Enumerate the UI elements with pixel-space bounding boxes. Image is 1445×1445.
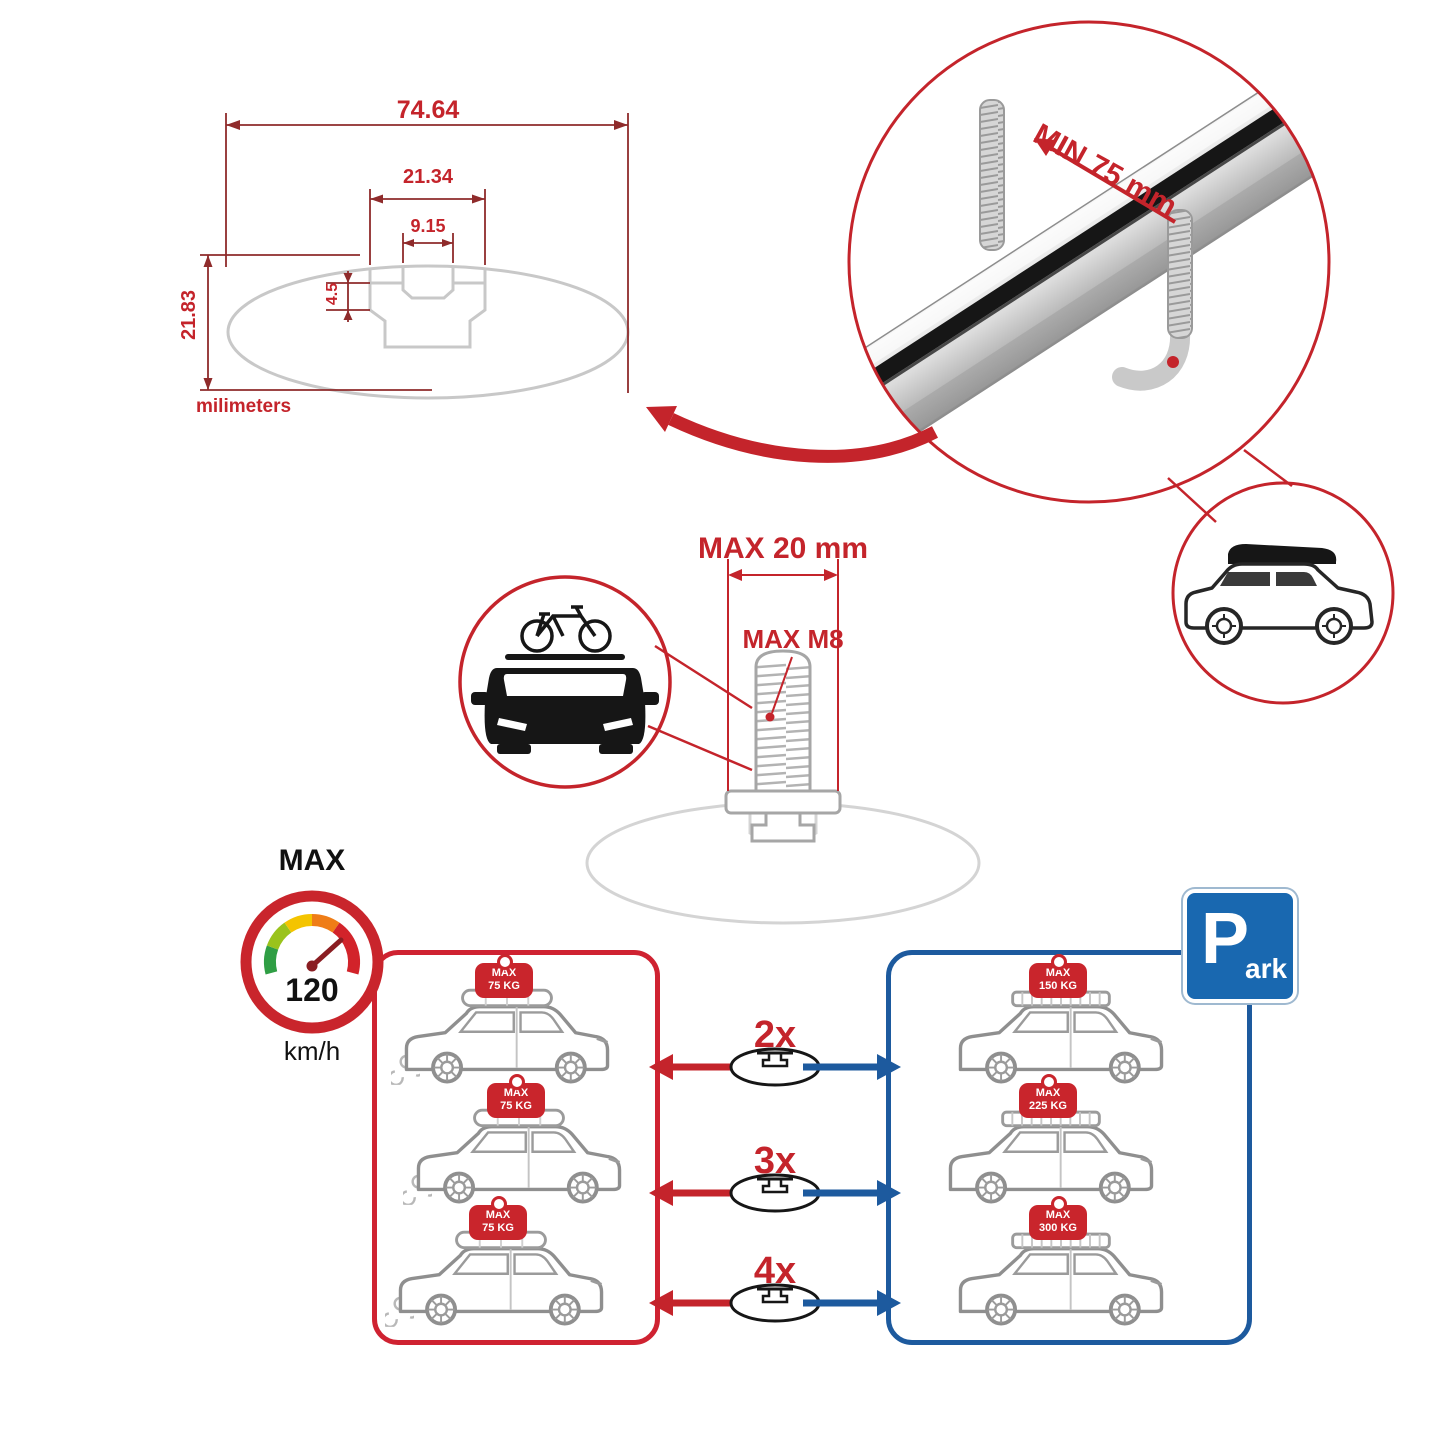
car-front-details (497, 674, 633, 731)
parking-suffix: ark (1245, 953, 1288, 984)
bolt-icon (724, 649, 842, 843)
dimension-lines (200, 113, 629, 393)
speed-unit-label: km/h (283, 1036, 341, 1066)
gauge-needle (309, 937, 344, 969)
driving-load-panel: MAX 75 KG MAX 75 KG MAX 75 KG (372, 950, 660, 1345)
u-bolt-front-icon (1112, 209, 1193, 391)
load-badge-max: MAX (1045, 967, 1071, 979)
thread-leader-line (771, 656, 793, 714)
parking-letter: P (1201, 899, 1250, 979)
suv-roofbox-circle (1171, 481, 1395, 705)
load-badge-max: MAX (485, 1209, 511, 1221)
dimension-arrowheads (203, 120, 628, 390)
multiplier-label-2x: 2x (753, 1014, 797, 1056)
roof-load-badge: MAX 75 KG (469, 1195, 527, 1241)
arrow-right-icon (877, 1180, 901, 1206)
speedometer-icon (240, 890, 384, 1034)
bar-quantity-arrows (649, 1047, 901, 1323)
parking-sign: P ark (1183, 889, 1297, 1003)
dimension-label-lip-height: 4.5 (324, 282, 341, 306)
car-row: MAX 75 KG (385, 1195, 617, 1333)
load-badge-weight: 225 KG (1029, 1100, 1067, 1113)
car-row: MAX 75 KG (403, 1073, 635, 1211)
bike-car-circle (458, 575, 672, 789)
crossbar-detail-circle (847, 20, 1331, 504)
suv-roofbox-icon (1184, 544, 1374, 645)
roof-load-badge: MAX 300 KG (1029, 1195, 1087, 1241)
arrow-right-icon (877, 1054, 901, 1080)
roof-load-badge: MAX 150 KG (1029, 953, 1087, 999)
parked-load-panel: MAX 150 KG MAX 225 KG MAX 300 KG (886, 950, 1252, 1345)
car-row: MAX 75 KG (391, 953, 623, 1091)
crossbar-cross-section-diagram (200, 113, 630, 400)
load-badge-max: MAX (1035, 1087, 1061, 1099)
load-badge-weight: 75 KG (488, 980, 520, 993)
quantity-row-2x (649, 1047, 901, 1087)
roof-load-badge: MAX 75 KG (475, 953, 533, 999)
max-thread-label: MAX M8 (742, 624, 844, 654)
multiplier-label-3x: 3x (753, 1140, 797, 1182)
bolt-diagram (585, 559, 981, 925)
arrow-left-icon (649, 1180, 673, 1206)
roof-load-badge: MAX 75 KG (487, 1073, 545, 1119)
max-width-label: MAX 20 mm (697, 532, 869, 565)
roof-load-badge: MAX 225 KG (1019, 1073, 1077, 1119)
load-badge-max: MAX (503, 1087, 529, 1099)
bike-icon (520, 605, 612, 653)
quantity-row-3x (649, 1173, 901, 1213)
arrow-left-icon (649, 1054, 673, 1080)
speed-max-label: MAX (278, 844, 346, 877)
attachment-point-dot (1167, 356, 1179, 368)
u-bolt-rear-icon (979, 99, 1005, 251)
load-badge-weight: 75 KG (482, 1222, 514, 1235)
dimension-label-height: 21.83 (178, 289, 200, 341)
arrow-right-icon (877, 1290, 901, 1316)
arrow-left-icon (649, 1290, 673, 1316)
dimension-label-inner-width: 9.15 (410, 216, 446, 236)
crossbar-profile-outline (226, 264, 630, 400)
load-badge-weight: 300 KG (1039, 1222, 1077, 1235)
dimension-label-mid-width: 21.34 (402, 166, 454, 188)
car-row: MAX 300 KG (945, 1195, 1177, 1333)
speed-value: 120 (285, 972, 339, 1008)
gauge-arc (263, 914, 361, 975)
load-badge-weight: 150 KG (1039, 980, 1077, 993)
crossbar-photo (849, 50, 1329, 472)
load-badge-weight: 75 KG (500, 1100, 532, 1113)
multiplier-label-4x: 4x (753, 1250, 797, 1292)
dimension-arrowheads (728, 569, 838, 722)
units-label: milimeters (196, 396, 292, 417)
quantity-row-4x (649, 1283, 901, 1323)
load-badge-max: MAX (1045, 1209, 1071, 1221)
dimension-label-outer-width: 74.64 (396, 96, 460, 124)
car-row: MAX 150 KG (945, 953, 1177, 1091)
car-row: MAX 225 KG (935, 1073, 1167, 1211)
load-badge-max: MAX (491, 967, 517, 979)
min-clamp-arrow (1034, 138, 1177, 224)
